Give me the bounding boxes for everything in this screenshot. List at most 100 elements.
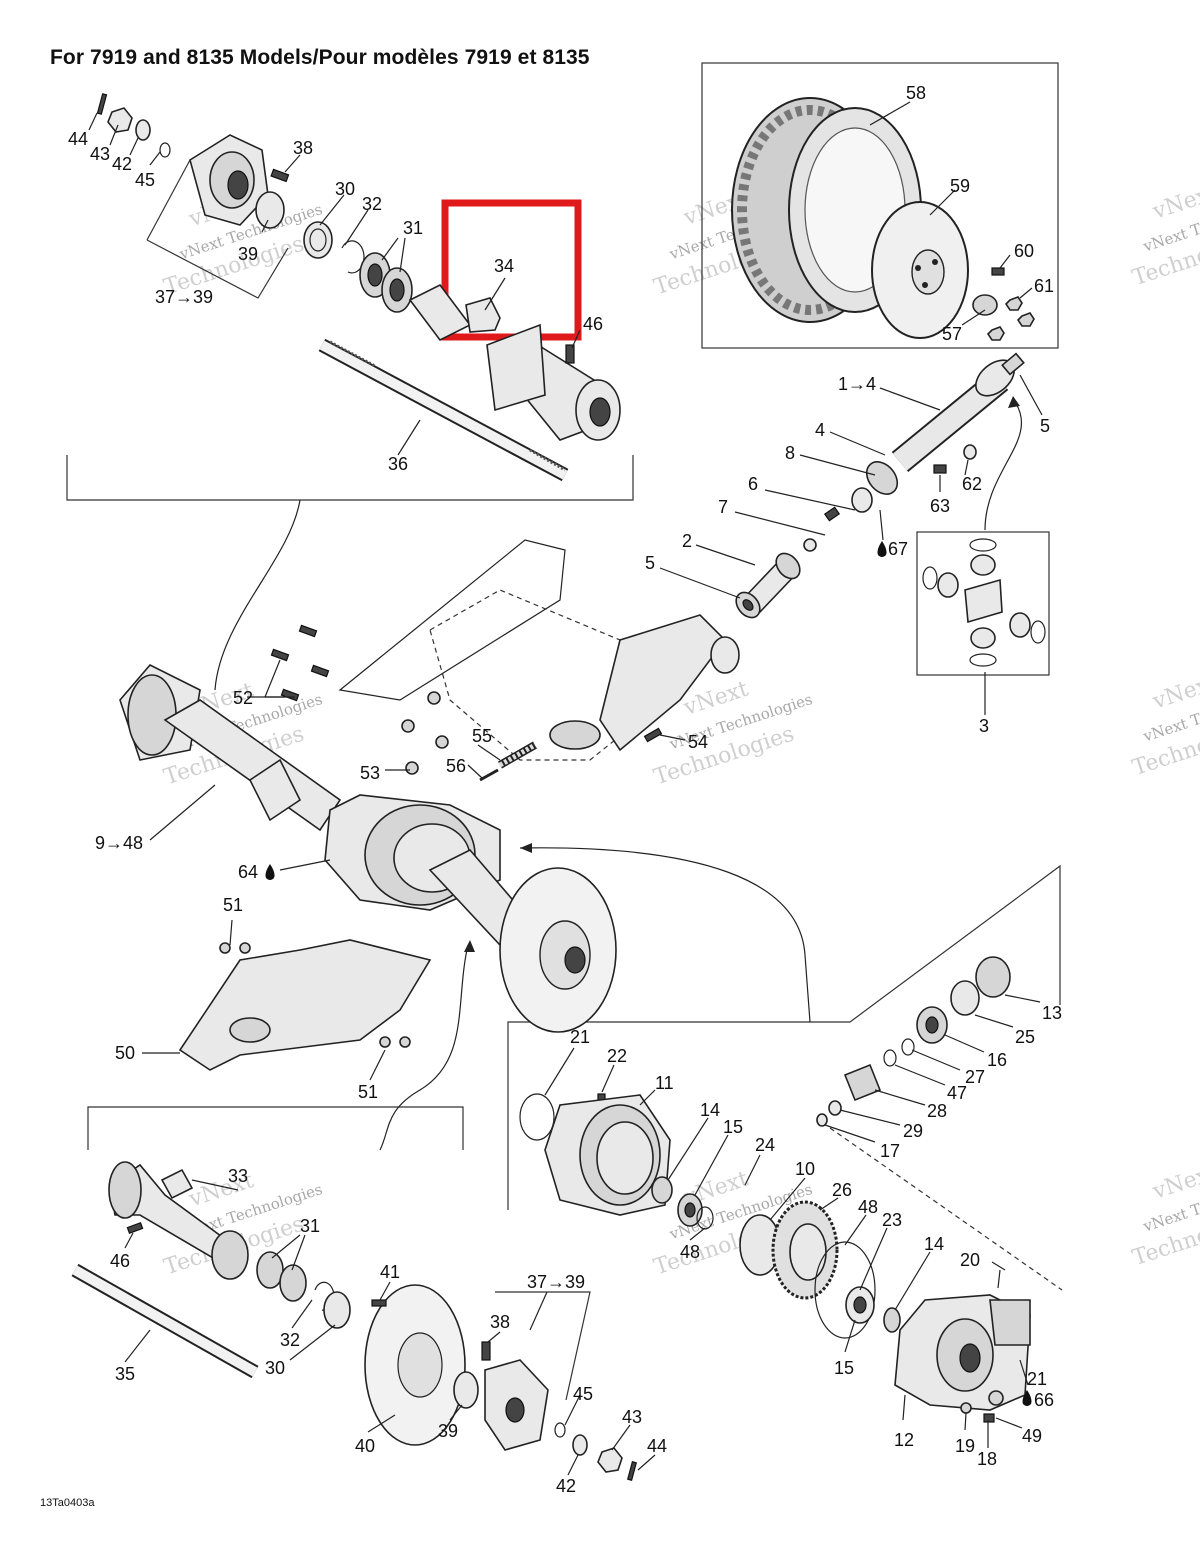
nut-29 <box>828 1100 842 1116</box>
ujoint-callout-curve <box>984 401 1022 531</box>
label-49: 49 <box>1022 1426 1042 1446</box>
oil-drop-icons <box>265 541 1032 1406</box>
pinion-28 <box>843 1063 882 1102</box>
washer-42 <box>135 119 151 141</box>
label-29: 29 <box>903 1121 923 1141</box>
washer-42b <box>572 1434 588 1456</box>
label-52: 52 <box>233 688 253 708</box>
label-46: 46 <box>583 314 603 334</box>
page-title: For 7919 and 8135 Models/Pour modèles 79… <box>50 46 590 69</box>
label-45: 45 <box>135 170 155 190</box>
label-63: 63 <box>930 496 950 516</box>
label-60: 60 <box>1014 241 1034 261</box>
label-28: 28 <box>927 1101 947 1121</box>
cotter-pin-44 <box>96 93 108 115</box>
nut-61c <box>986 326 1005 341</box>
driveshaft-group <box>735 352 1025 619</box>
bolt-60 <box>991 267 1005 276</box>
label-62: 62 <box>962 474 982 494</box>
label-21: 21 <box>570 1027 590 1047</box>
bracket-37-39-bottom <box>495 1291 591 1401</box>
label-23: 23 <box>882 1210 902 1230</box>
label-33: 33 <box>228 1166 248 1186</box>
label-41: 41 <box>380 1262 400 1282</box>
label-13: 13 <box>1042 1003 1062 1023</box>
washer-39 <box>453 1371 479 1409</box>
label-43: 43 <box>90 144 110 164</box>
label-55: 55 <box>472 726 492 746</box>
diff-leader <box>804 954 811 1023</box>
label-25: 25 <box>1015 1027 1035 1047</box>
label-19: 19 <box>955 1436 975 1456</box>
screw-54 <box>643 727 663 743</box>
label-21-right: 21 <box>1027 1369 1047 1389</box>
yoke-8 <box>865 461 899 495</box>
diff-dashed-axis <box>829 1127 1063 1291</box>
castle-nut-43 <box>107 107 133 133</box>
label-51-bottom: 51 <box>358 1082 378 1102</box>
bracket-37-39-top <box>146 239 289 299</box>
seal-14b <box>883 1307 901 1333</box>
label-11: 11 <box>655 1073 674 1093</box>
plug-66 <box>988 1390 1004 1406</box>
label-15: 15 <box>723 1117 743 1137</box>
label-47: 47 <box>947 1083 967 1103</box>
label-44-bottom: 44 <box>647 1436 667 1456</box>
cotter-pin-44b <box>627 1461 637 1481</box>
brake-disc <box>499 867 617 1033</box>
swingarm-group <box>119 539 740 1071</box>
label-3: 3 <box>979 716 989 736</box>
ujoint-group-3 <box>922 538 1046 667</box>
seal-30b <box>323 1291 351 1329</box>
label-40: 40 <box>355 1436 375 1456</box>
label-58: 58 <box>906 83 926 103</box>
label-14-right: 14 <box>924 1234 944 1254</box>
watermark-vnext: vNext <box>1149 670 1200 715</box>
label-2: 2 <box>682 531 692 551</box>
group-frames <box>66 62 1063 1291</box>
hub-39 <box>189 134 285 229</box>
label-42: 42 <box>112 154 132 174</box>
watermark-vnext: vNext <box>1149 180 1200 225</box>
housing-11 <box>544 1094 671 1216</box>
bolt-41 <box>371 1299 387 1307</box>
label-54: 54 <box>688 732 708 752</box>
stud-38b <box>481 1341 491 1361</box>
wheel-group-frame <box>701 62 1059 349</box>
differential-group <box>519 956 1031 1423</box>
label-7: 7 <box>718 497 728 517</box>
lower-axle-callout-curve <box>379 944 469 1151</box>
label-67: 67 <box>888 539 908 559</box>
label-34-highlighted: 34 <box>494 256 514 276</box>
diff-callout-curve <box>519 847 806 956</box>
bolt-52a <box>298 624 318 638</box>
bearing-31c <box>256 1251 284 1289</box>
bushing-25 <box>950 980 980 1016</box>
label-38: 38 <box>293 138 313 158</box>
label-10: 10 <box>795 1159 815 1179</box>
bolt-52d <box>280 688 300 702</box>
ujoint-group-frame <box>916 531 1050 676</box>
leader-lines <box>88 101 1043 1476</box>
label-5-top: 5 <box>1040 416 1050 436</box>
figure-code: 13Ta0403a <box>40 1497 95 1509</box>
screw-7 <box>823 506 841 522</box>
center-cap-57 <box>972 294 998 316</box>
label-66: 66 <box>1034 1390 1054 1410</box>
axle-tube <box>486 323 621 441</box>
ring-48a <box>696 1206 714 1230</box>
spring-55 <box>498 741 537 769</box>
label-57: 57 <box>942 324 962 344</box>
label-4: 4 <box>815 420 825 440</box>
watermarks: vNext vNext Technologies Technologies vN… <box>161 180 1200 1280</box>
label-51-top: 51 <box>223 895 243 915</box>
label-1-4: 1→4 <box>838 374 876 394</box>
label-30-bottom: 30 <box>265 1358 285 1378</box>
lower-axle-group <box>71 1161 637 1481</box>
label-14: 14 <box>700 1100 720 1120</box>
label-9-48: 9→48 <box>95 833 143 853</box>
label-31: 31 <box>403 218 423 238</box>
label-59: 59 <box>950 176 970 196</box>
label-37-39-bottom: 37→39 <box>527 1272 585 1292</box>
